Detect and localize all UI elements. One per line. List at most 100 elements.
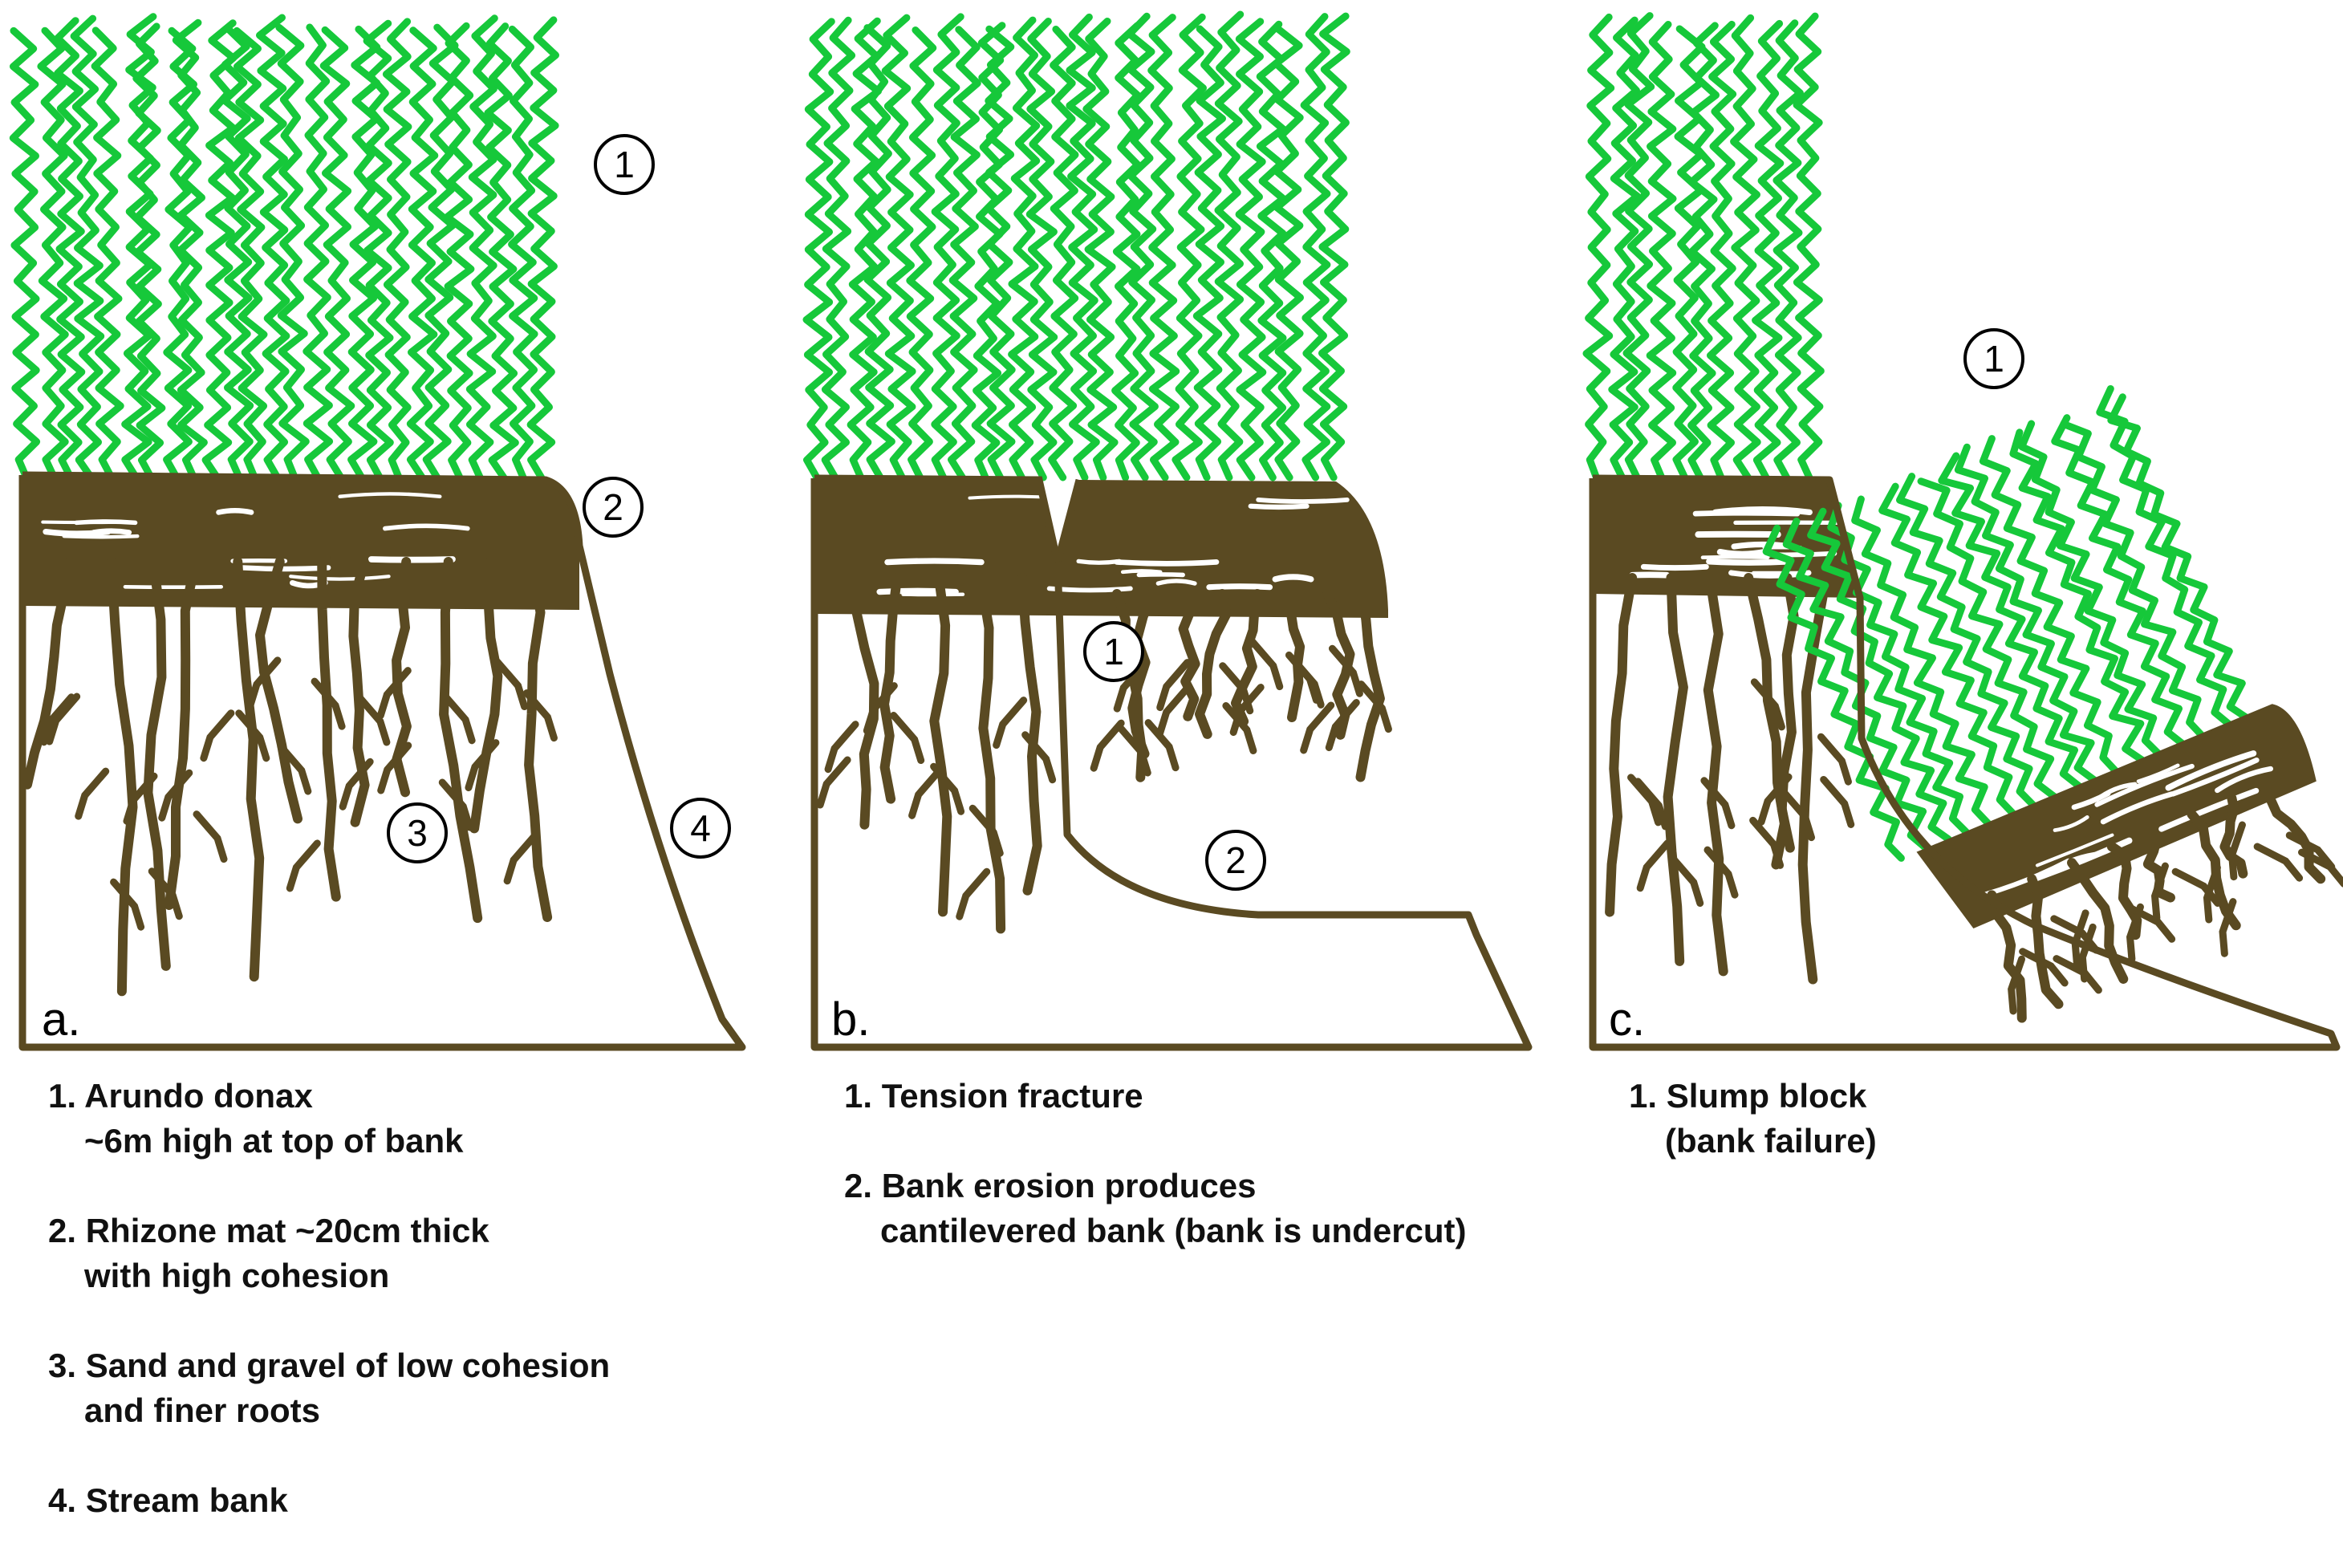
panel-b-caption-line: cantilevered bank (bank is undercut) (844, 1208, 1467, 1253)
panel-b-marker-1-text: 1 (1103, 631, 1124, 672)
panel-a-root (112, 562, 133, 991)
panel-c-reed-stalk (1586, 17, 1611, 477)
panel-c-reed-stalk (1797, 16, 1821, 477)
panel-a-rhizome-mat (24, 475, 579, 610)
panel-b-rhizome-gap (1251, 506, 1307, 507)
panel-c-slump-root-branch (2257, 836, 2300, 888)
panel-a-root (322, 562, 336, 897)
panel-a-marker-1: 1 (595, 136, 653, 193)
panel-a-reed-stalk (530, 20, 555, 477)
panel-a-caption-line: 1. Arundo donax (48, 1074, 610, 1119)
panel-a-reed-stalk (447, 26, 471, 477)
panel-a-rhizome-gap (64, 536, 137, 537)
panel-b-cantilever-root (1184, 594, 1196, 717)
panel-b-rhizome-gap (1117, 562, 1216, 563)
panel-a-reed-stalk (205, 23, 233, 477)
caption-number: 2. (48, 1212, 76, 1249)
panel-c-root-branch (1640, 843, 1667, 888)
caption-number: 1. (844, 1077, 872, 1115)
panel-b-rhizome-gap (1078, 561, 1119, 563)
caption-text: Rhizone mat ~20cm thick (86, 1212, 489, 1249)
panel-a-caption-item: 4. Stream bank (48, 1478, 610, 1523)
panel-a-caption-line: with high cohesion (48, 1253, 610, 1298)
panel-a-vegetation (13, 17, 555, 477)
panel-c-slump-root-branch (2207, 902, 2250, 954)
panel-a-rhizome-gap (94, 531, 129, 533)
caption-text: cantilevered bank (bank is undercut) (880, 1212, 1467, 1249)
panel-a-root (529, 562, 547, 917)
caption-text: Sand and gravel of low cohesion (86, 1347, 610, 1384)
panel-b-caption-line: 1. Tension fracture (844, 1074, 1467, 1119)
panel-b-roots (820, 578, 1053, 928)
panel-b-root (934, 578, 947, 912)
panel-b-reed-stalk (1196, 29, 1222, 477)
panel-a-marker-3-text: 3 (407, 812, 428, 854)
panel-c: c. 1 (1586, 16, 2343, 1058)
panel-a-reed-stalk (469, 18, 494, 477)
panel-a-rhizome-gap (372, 559, 453, 560)
panel-b-root-branch (912, 770, 940, 815)
caption-text: Slump block (1667, 1077, 1867, 1115)
panel-c-root-branch (1824, 779, 1851, 824)
panel-b-label: b. (831, 993, 870, 1046)
panel-c-root-branch (1821, 737, 1848, 782)
panel-a-root-branch (197, 814, 224, 859)
panel-a-marker-1-text: 1 (614, 144, 635, 185)
panel-b-root-branch (820, 760, 847, 805)
panel-a-root (238, 562, 259, 977)
panel-b-vegetation (806, 14, 1346, 477)
caption-text: Arundo donax (84, 1077, 313, 1115)
panel-a-caption-line: 4. Stream bank (48, 1478, 610, 1523)
panel-a-marker-3: 3 (388, 804, 446, 862)
caption-number: 4. (48, 1481, 76, 1519)
panel-c-rhizome-gap (1703, 557, 1768, 558)
panel-b-rhizome-gap (887, 561, 981, 563)
panel-a-marker-4-text: 4 (690, 807, 711, 849)
panel-b-cantilever-root-branch (1094, 723, 1121, 768)
caption-number: 2. (844, 1167, 872, 1204)
caption-text: ~6m high at top of bank (84, 1122, 464, 1160)
caption-text: and finer roots (84, 1391, 320, 1429)
panel-a-caption-line: ~6m high at top of bank (48, 1119, 610, 1164)
panel-b-root (855, 578, 874, 825)
panel-a-roots (27, 562, 554, 991)
panel-a-reed-stalk (13, 30, 36, 477)
panel-c-marker-1-text: 1 (1984, 338, 2004, 380)
panel-c-root (1708, 578, 1724, 971)
caption-number: 3. (48, 1347, 76, 1384)
panel-c-captions: 1. Slump block(bank failure) (1629, 1074, 1877, 1208)
panel-a-root (148, 562, 165, 966)
panel-a-caption-item: 1. Arundo donax~6m high at top of bank (48, 1074, 610, 1164)
panel-a-reed-stalk (307, 27, 330, 477)
panel-b-root-branch (997, 701, 1024, 745)
panel-a-caption-line: 2. Rhizone mat ~20cm thick (48, 1208, 610, 1253)
panel-a-marker-4: 4 (672, 799, 729, 857)
panel-a-rhizome-gap (242, 567, 328, 569)
panel-b: b.12 (806, 14, 1529, 1047)
panel-a-rhizome-mat-body (24, 475, 579, 610)
panel-a-marker-2-text: 2 (603, 486, 623, 528)
panel-b-root-branch (960, 871, 987, 916)
panel-a-caption-line: 3. Sand and gravel of low cohesion (48, 1343, 610, 1388)
panel-a-label: a. (42, 993, 80, 1046)
panel-c-vegetation (1586, 16, 1821, 477)
panel-c-caption-line: 1. Slump block (1629, 1074, 1877, 1119)
caption-number: 1. (1629, 1077, 1657, 1115)
panel-c-reed-stalk (1650, 25, 1673, 478)
panel-b-caption-item: 1. Tension fracture (844, 1074, 1467, 1119)
panel-b-rhizome-mat-body (814, 478, 1388, 618)
panel-b-rhizome-gap (1258, 500, 1347, 502)
panel-a-caption-line: and finer roots (48, 1388, 610, 1433)
panel-c-marker-1: 1 (1965, 330, 2023, 388)
panel-b-reed-stalk (1239, 22, 1263, 477)
panel-b-rhizome-gap (969, 497, 1061, 498)
panel-b-reed-stalk (1052, 30, 1075, 478)
panel-c-label: c. (1609, 993, 1645, 1046)
panel-c-rhizome-gap (1716, 510, 1810, 513)
panel-c-root (1610, 578, 1632, 912)
panel-c-slump-block (1756, 371, 2343, 1057)
